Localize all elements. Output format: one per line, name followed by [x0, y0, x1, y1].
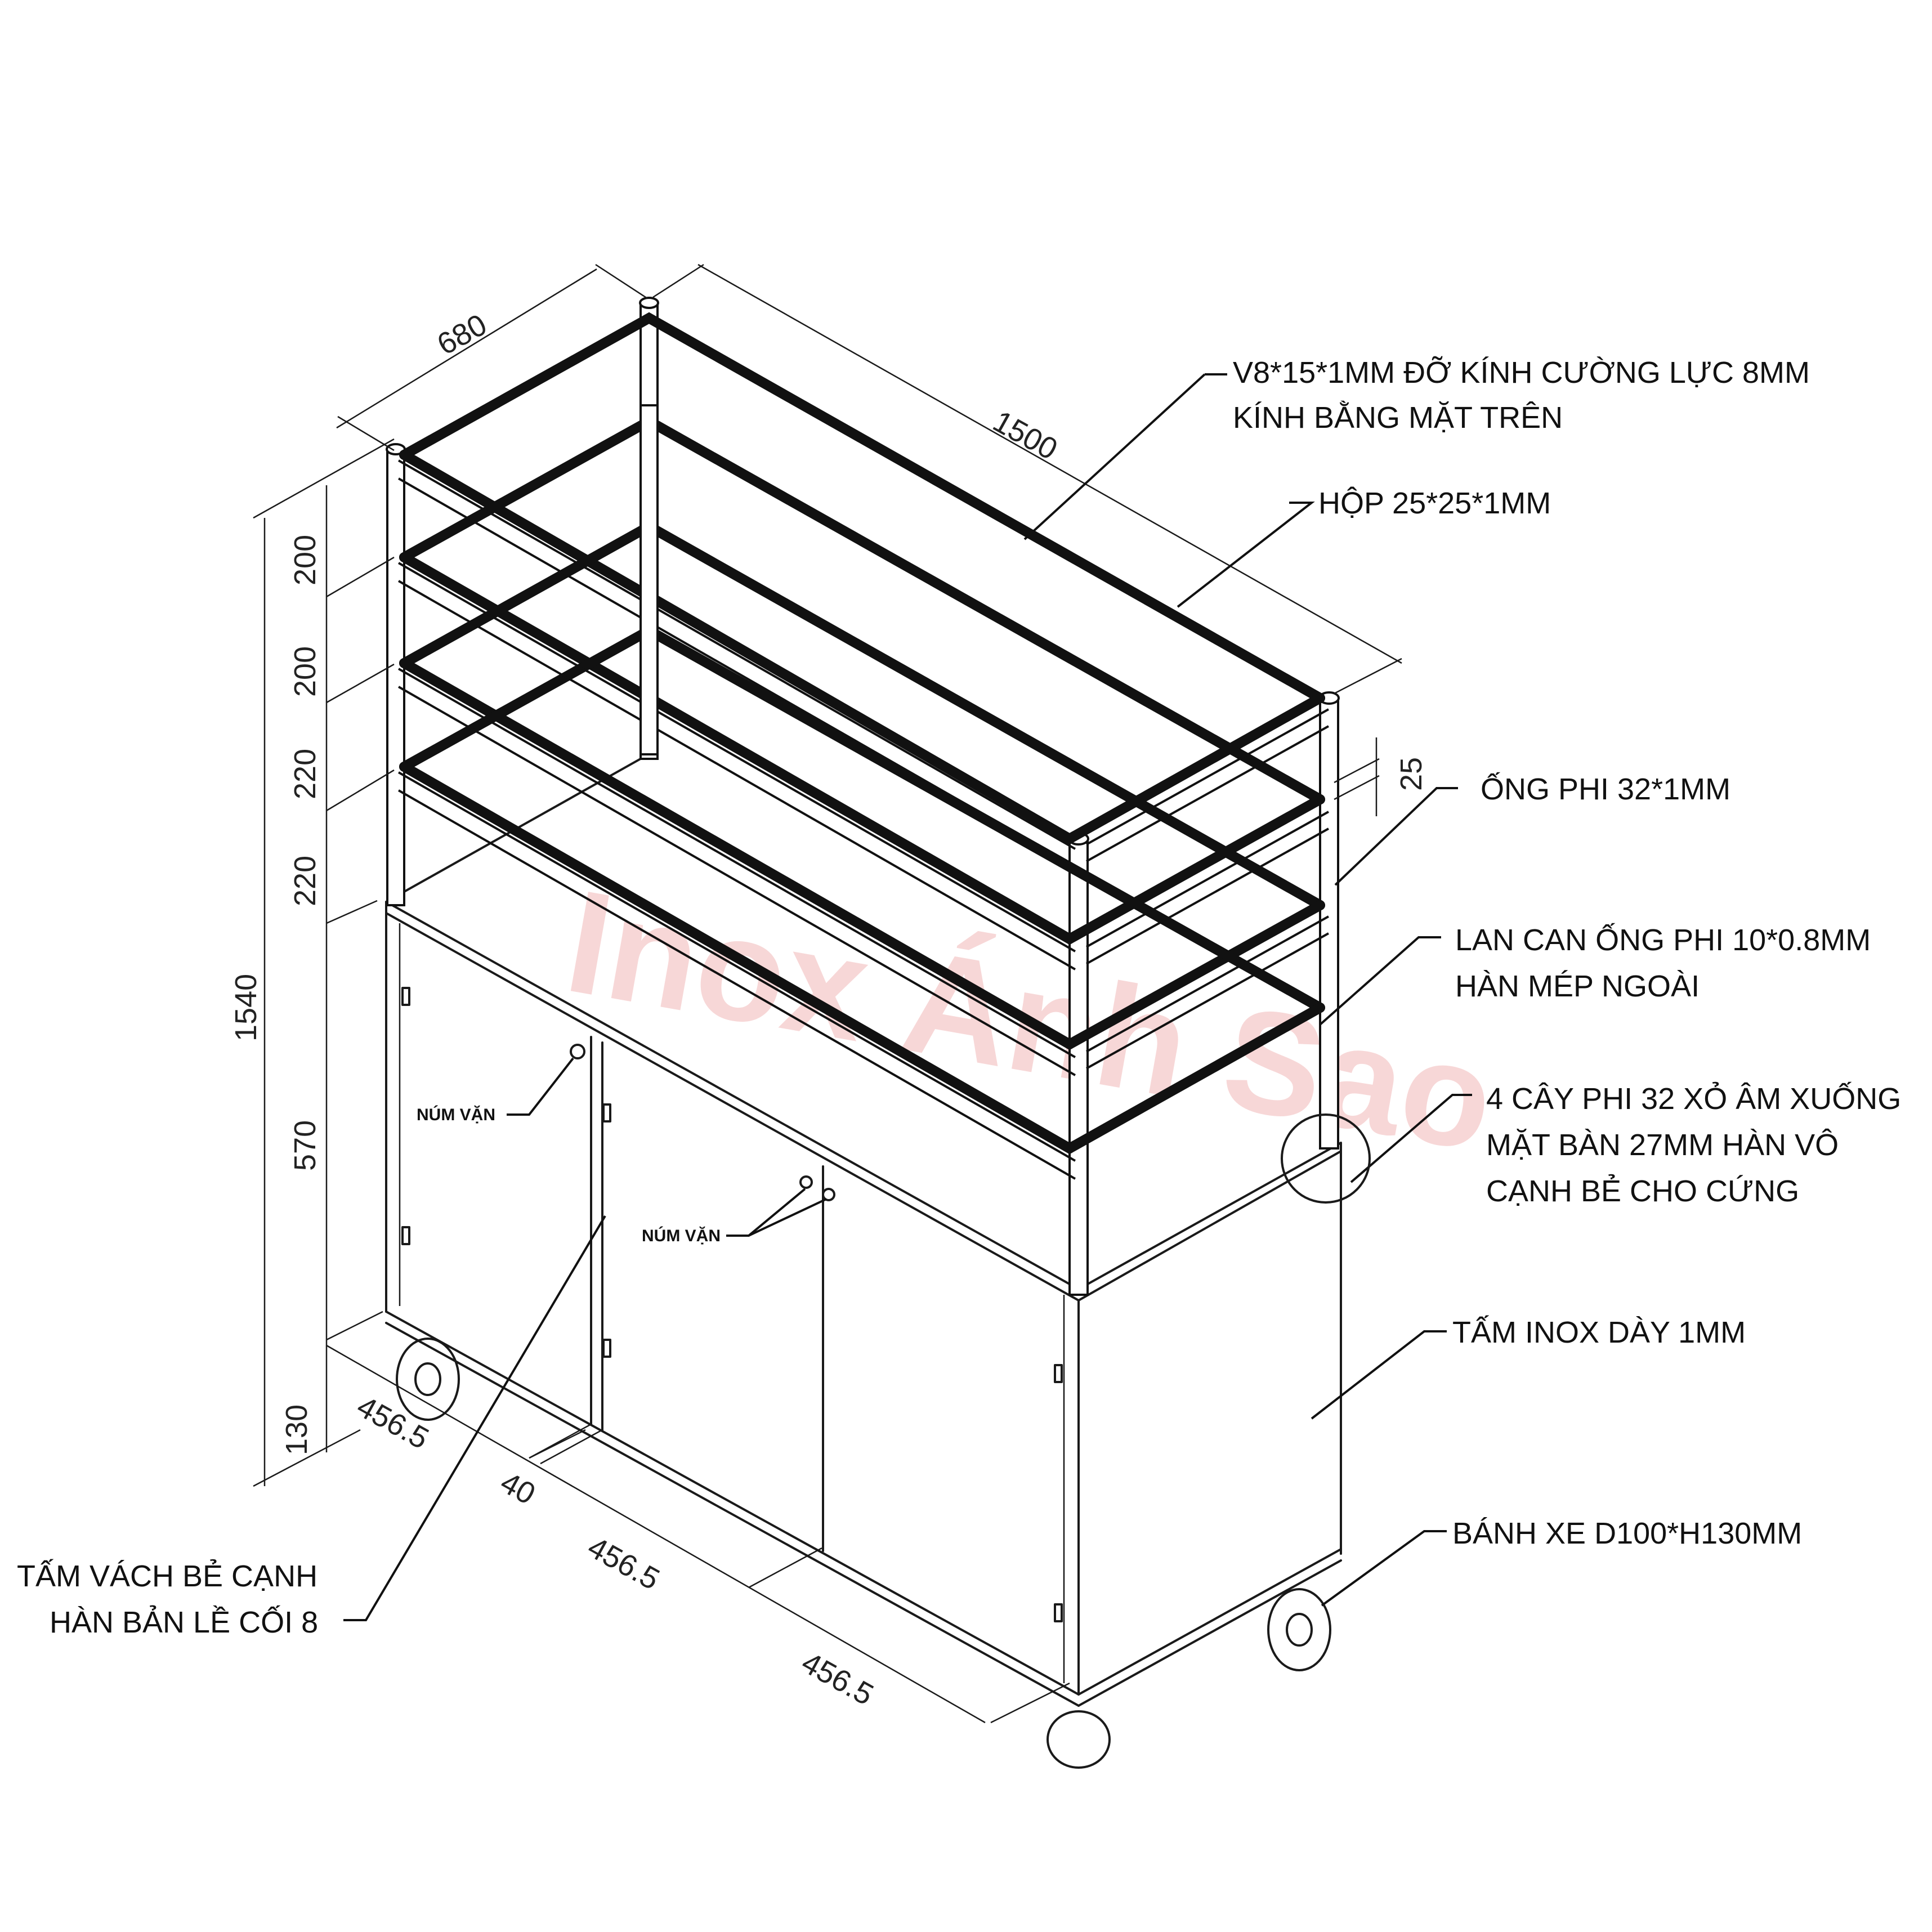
label-posts-1: 4 CÂY PHI 32 XỎ ÂM XUỐNG	[1486, 1082, 1901, 1116]
wheels	[396, 1338, 1331, 1769]
dim-tier1: 200	[288, 535, 322, 585]
knob-center-b-icon	[822, 1188, 835, 1201]
dim-rail-height: 25	[1394, 757, 1428, 791]
label-sheet: TẤM INOX DÀY 1MM	[1452, 1316, 1746, 1349]
dim-tier3: 220	[288, 749, 322, 799]
dim-tier4: 220	[288, 856, 322, 906]
dim-total-height: 1540	[229, 974, 263, 1041]
leader-lines	[343, 373, 1472, 1621]
knob-left-icon	[570, 1044, 585, 1059]
dim-tier2: 200	[288, 646, 322, 697]
wheel-bottom-icon	[1046, 1710, 1111, 1769]
label-side-panel-1: TẤM VÁCH BẺ CẠNH	[17, 1559, 317, 1593]
label-knob-2: NÚM VẶN	[642, 1226, 721, 1245]
label-knob-1: NÚM VẶN	[417, 1105, 495, 1124]
label-side-panel-2: HÀN BẢN LỀ CỐI 8	[50, 1605, 318, 1639]
label-glass-support-2: KÍNH BẰNG MẶT TRÊN	[1233, 401, 1563, 435]
wheel-right-icon	[1267, 1588, 1331, 1671]
label-posts-2: MẶT BÀN 27MM HÀN VÔ	[1486, 1128, 1839, 1162]
dim-gap: 40	[495, 1465, 541, 1511]
label-glass-support-1: V8*15*1MM ĐỠ KÍNH CƯỜNG LỰC 8MM	[1233, 356, 1810, 390]
label-pipe: ỐNG PHI 32*1MM	[1481, 772, 1730, 806]
detail-circle-icon	[1281, 1113, 1371, 1204]
label-railing-2: HÀN MÉP NGOÀI	[1455, 969, 1700, 1003]
dim-cabinet-height: 570	[288, 1120, 322, 1171]
dimension-lines	[253, 263, 1402, 1724]
cabinet-body	[385, 753, 1342, 1707]
wheel-front-left-icon	[396, 1338, 460, 1421]
label-wheel: BÁNH XE D100*H130MM	[1452, 1517, 1802, 1550]
label-railing-1: LAN CAN ỐNG PHI 10*0.8MM	[1455, 923, 1871, 957]
label-posts-3: CẠNH BẺ CHO CỨNG	[1486, 1174, 1799, 1208]
display-frame	[386, 297, 1340, 1296]
dim-bay2: 456.5	[582, 1530, 665, 1596]
dim-length: 1500	[987, 404, 1063, 467]
annotations: V8*15*1MM ĐỠ KÍNH CƯỜNG LỰC 8MM KÍNH BẰN…	[17, 356, 1901, 1639]
knob-center-a-icon	[799, 1175, 813, 1189]
dim-depth: 680	[432, 307, 493, 361]
dim-wheel-height: 130	[280, 1405, 314, 1455]
label-box-tube: HỘP 25*25*1MM	[1318, 486, 1551, 520]
